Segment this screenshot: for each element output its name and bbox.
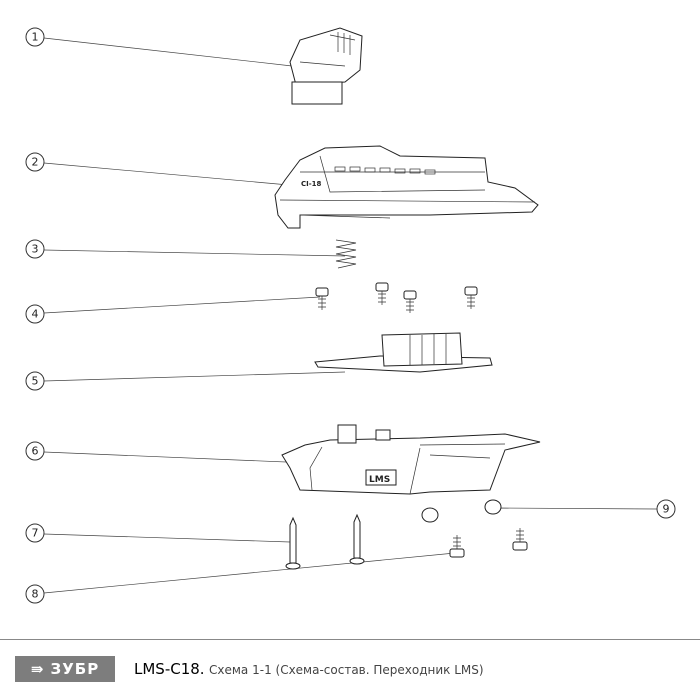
callout-2: 2 — [25, 152, 45, 172]
svg-text:6: 6 — [32, 445, 39, 458]
callout-7: 7 — [25, 523, 45, 543]
svg-text:8: 8 — [32, 588, 39, 601]
part-5-contact-plate — [314, 332, 493, 373]
part-8-screws — [449, 528, 528, 558]
callout-4: 4 — [25, 304, 45, 324]
svg-text:4: 4 — [32, 308, 39, 321]
brand-logo: ⇛ ЗУБР — [15, 656, 115, 682]
diagram-description: Схема 1-1 (Схема-состав. Переходник LMS) — [209, 663, 484, 677]
part-7-screws — [285, 513, 365, 570]
callout-1: 1 — [25, 27, 45, 47]
callout-3: 3 — [25, 239, 45, 259]
part-9-bushings — [421, 499, 502, 523]
callout-5: 5 — [25, 371, 45, 391]
svg-text:1: 1 — [32, 31, 39, 44]
part-6-logo: LMS — [369, 475, 390, 485]
svg-text:3: 3 — [32, 243, 39, 256]
part-4-screws — [315, 282, 478, 313]
svg-text:2: 2 — [32, 156, 39, 169]
callout-9: 9 — [656, 499, 676, 519]
svg-text:7: 7 — [32, 527, 39, 540]
exploded-parts-diagram: CI-18 LMS 1 — [25, 27, 676, 604]
diagram-caption: LMS-C18. Схема 1-1 (Схема-состав. Перехо… — [134, 660, 484, 678]
part-1-cover — [289, 27, 363, 105]
model-name: LMS-C18. — [134, 660, 205, 678]
part-6-base: LMS — [281, 424, 541, 495]
part-3-spring — [335, 239, 357, 269]
svg-text:5: 5 — [32, 375, 39, 388]
part-2-marking: CI-18 — [301, 180, 322, 188]
leader-lines — [43, 37, 658, 594]
callout-8: 8 — [25, 584, 45, 604]
svg-text:9: 9 — [663, 503, 670, 516]
callout-6: 6 — [25, 441, 45, 461]
part-2-top-housing: CI-18 — [274, 145, 539, 229]
footer-divider — [0, 639, 700, 640]
